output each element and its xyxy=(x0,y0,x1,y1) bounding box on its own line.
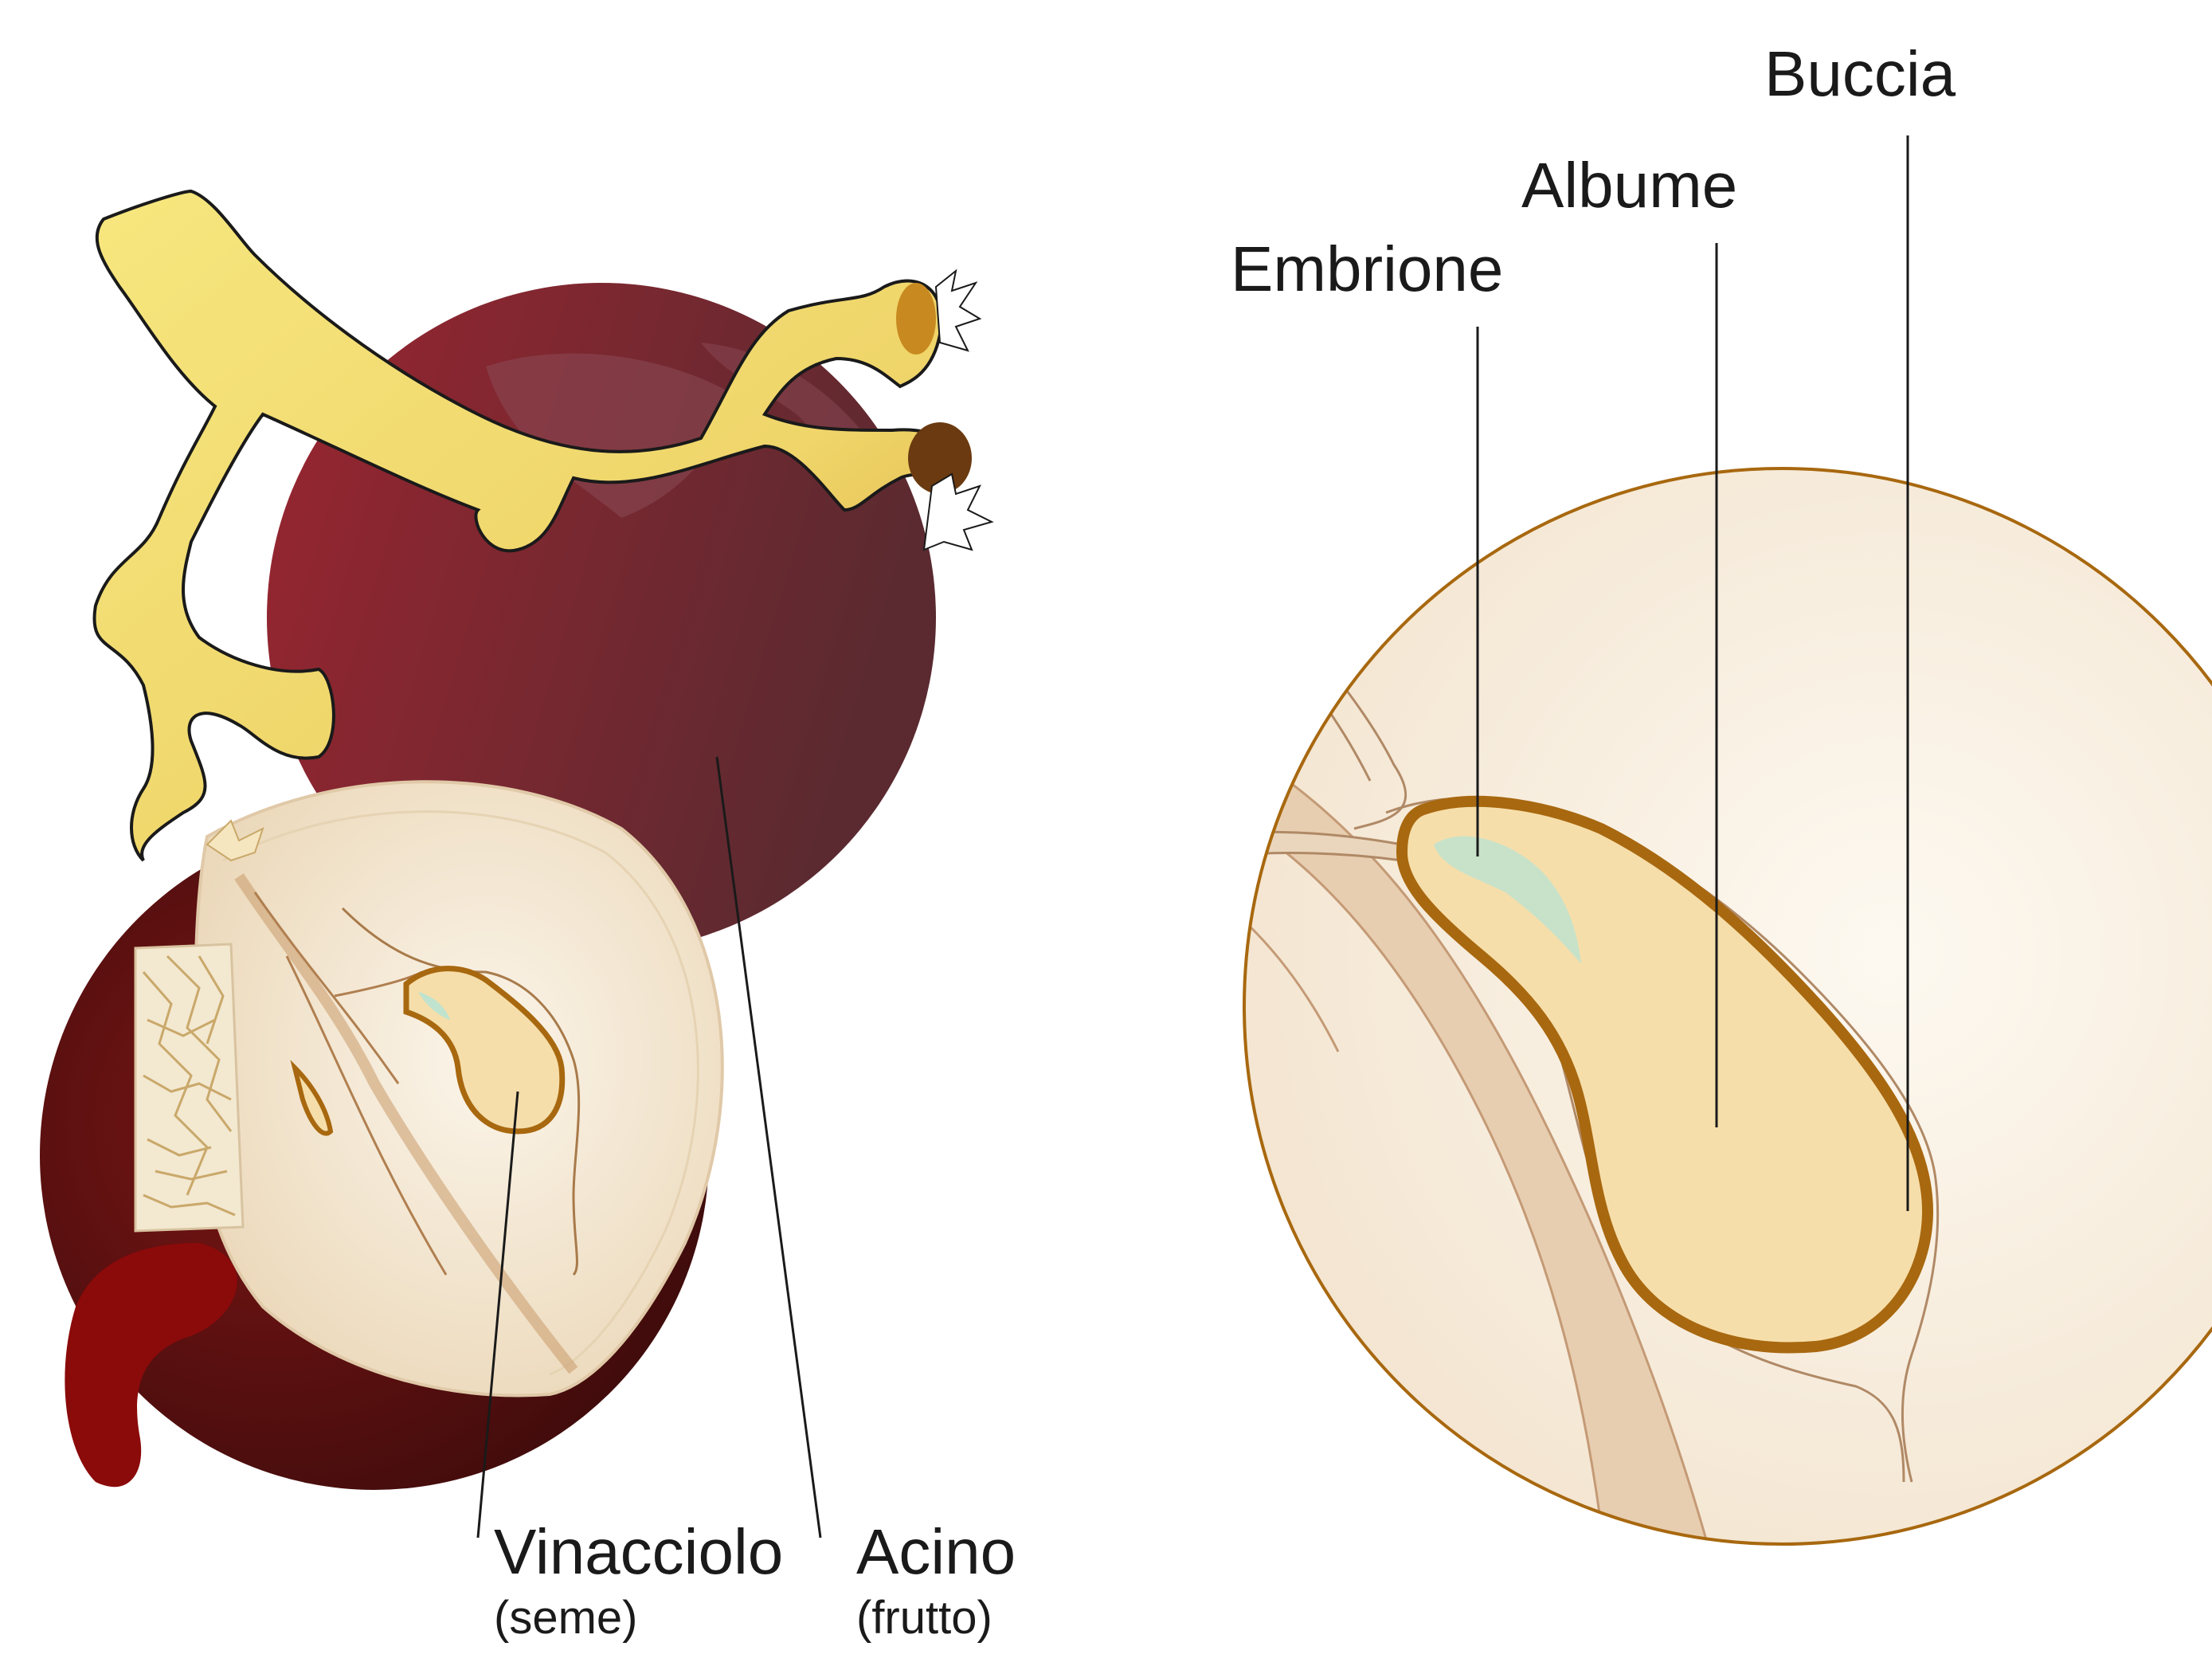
leader-lines xyxy=(476,135,1909,1539)
label-buccia: Buccia xyxy=(1764,38,1956,109)
label-albume: Albume xyxy=(1521,150,1737,221)
label-acino-sub: (frutto) xyxy=(856,1592,992,1644)
stem-end-star-top xyxy=(934,269,982,352)
label-embrione: Embrione xyxy=(1231,233,1503,304)
leader-acino xyxy=(715,756,822,1539)
seed-zoom-view xyxy=(1243,467,2212,1546)
label-vinacciolo: Vinacciolo xyxy=(494,1516,783,1587)
cut-berry xyxy=(40,780,724,1490)
zoom-embryo xyxy=(1434,836,1581,964)
grape-stem xyxy=(92,189,994,862)
small-seed xyxy=(403,966,566,1135)
zoom-seed xyxy=(1396,795,1934,1354)
stem-end-star-bottom xyxy=(922,472,994,551)
label-acino: Acino xyxy=(856,1516,1016,1587)
leader-vinacciolo xyxy=(476,1091,519,1539)
label-vinacciolo-sub: (seme) xyxy=(494,1592,637,1644)
berry-flesh xyxy=(194,780,724,1397)
juice-drip xyxy=(65,1243,237,1488)
